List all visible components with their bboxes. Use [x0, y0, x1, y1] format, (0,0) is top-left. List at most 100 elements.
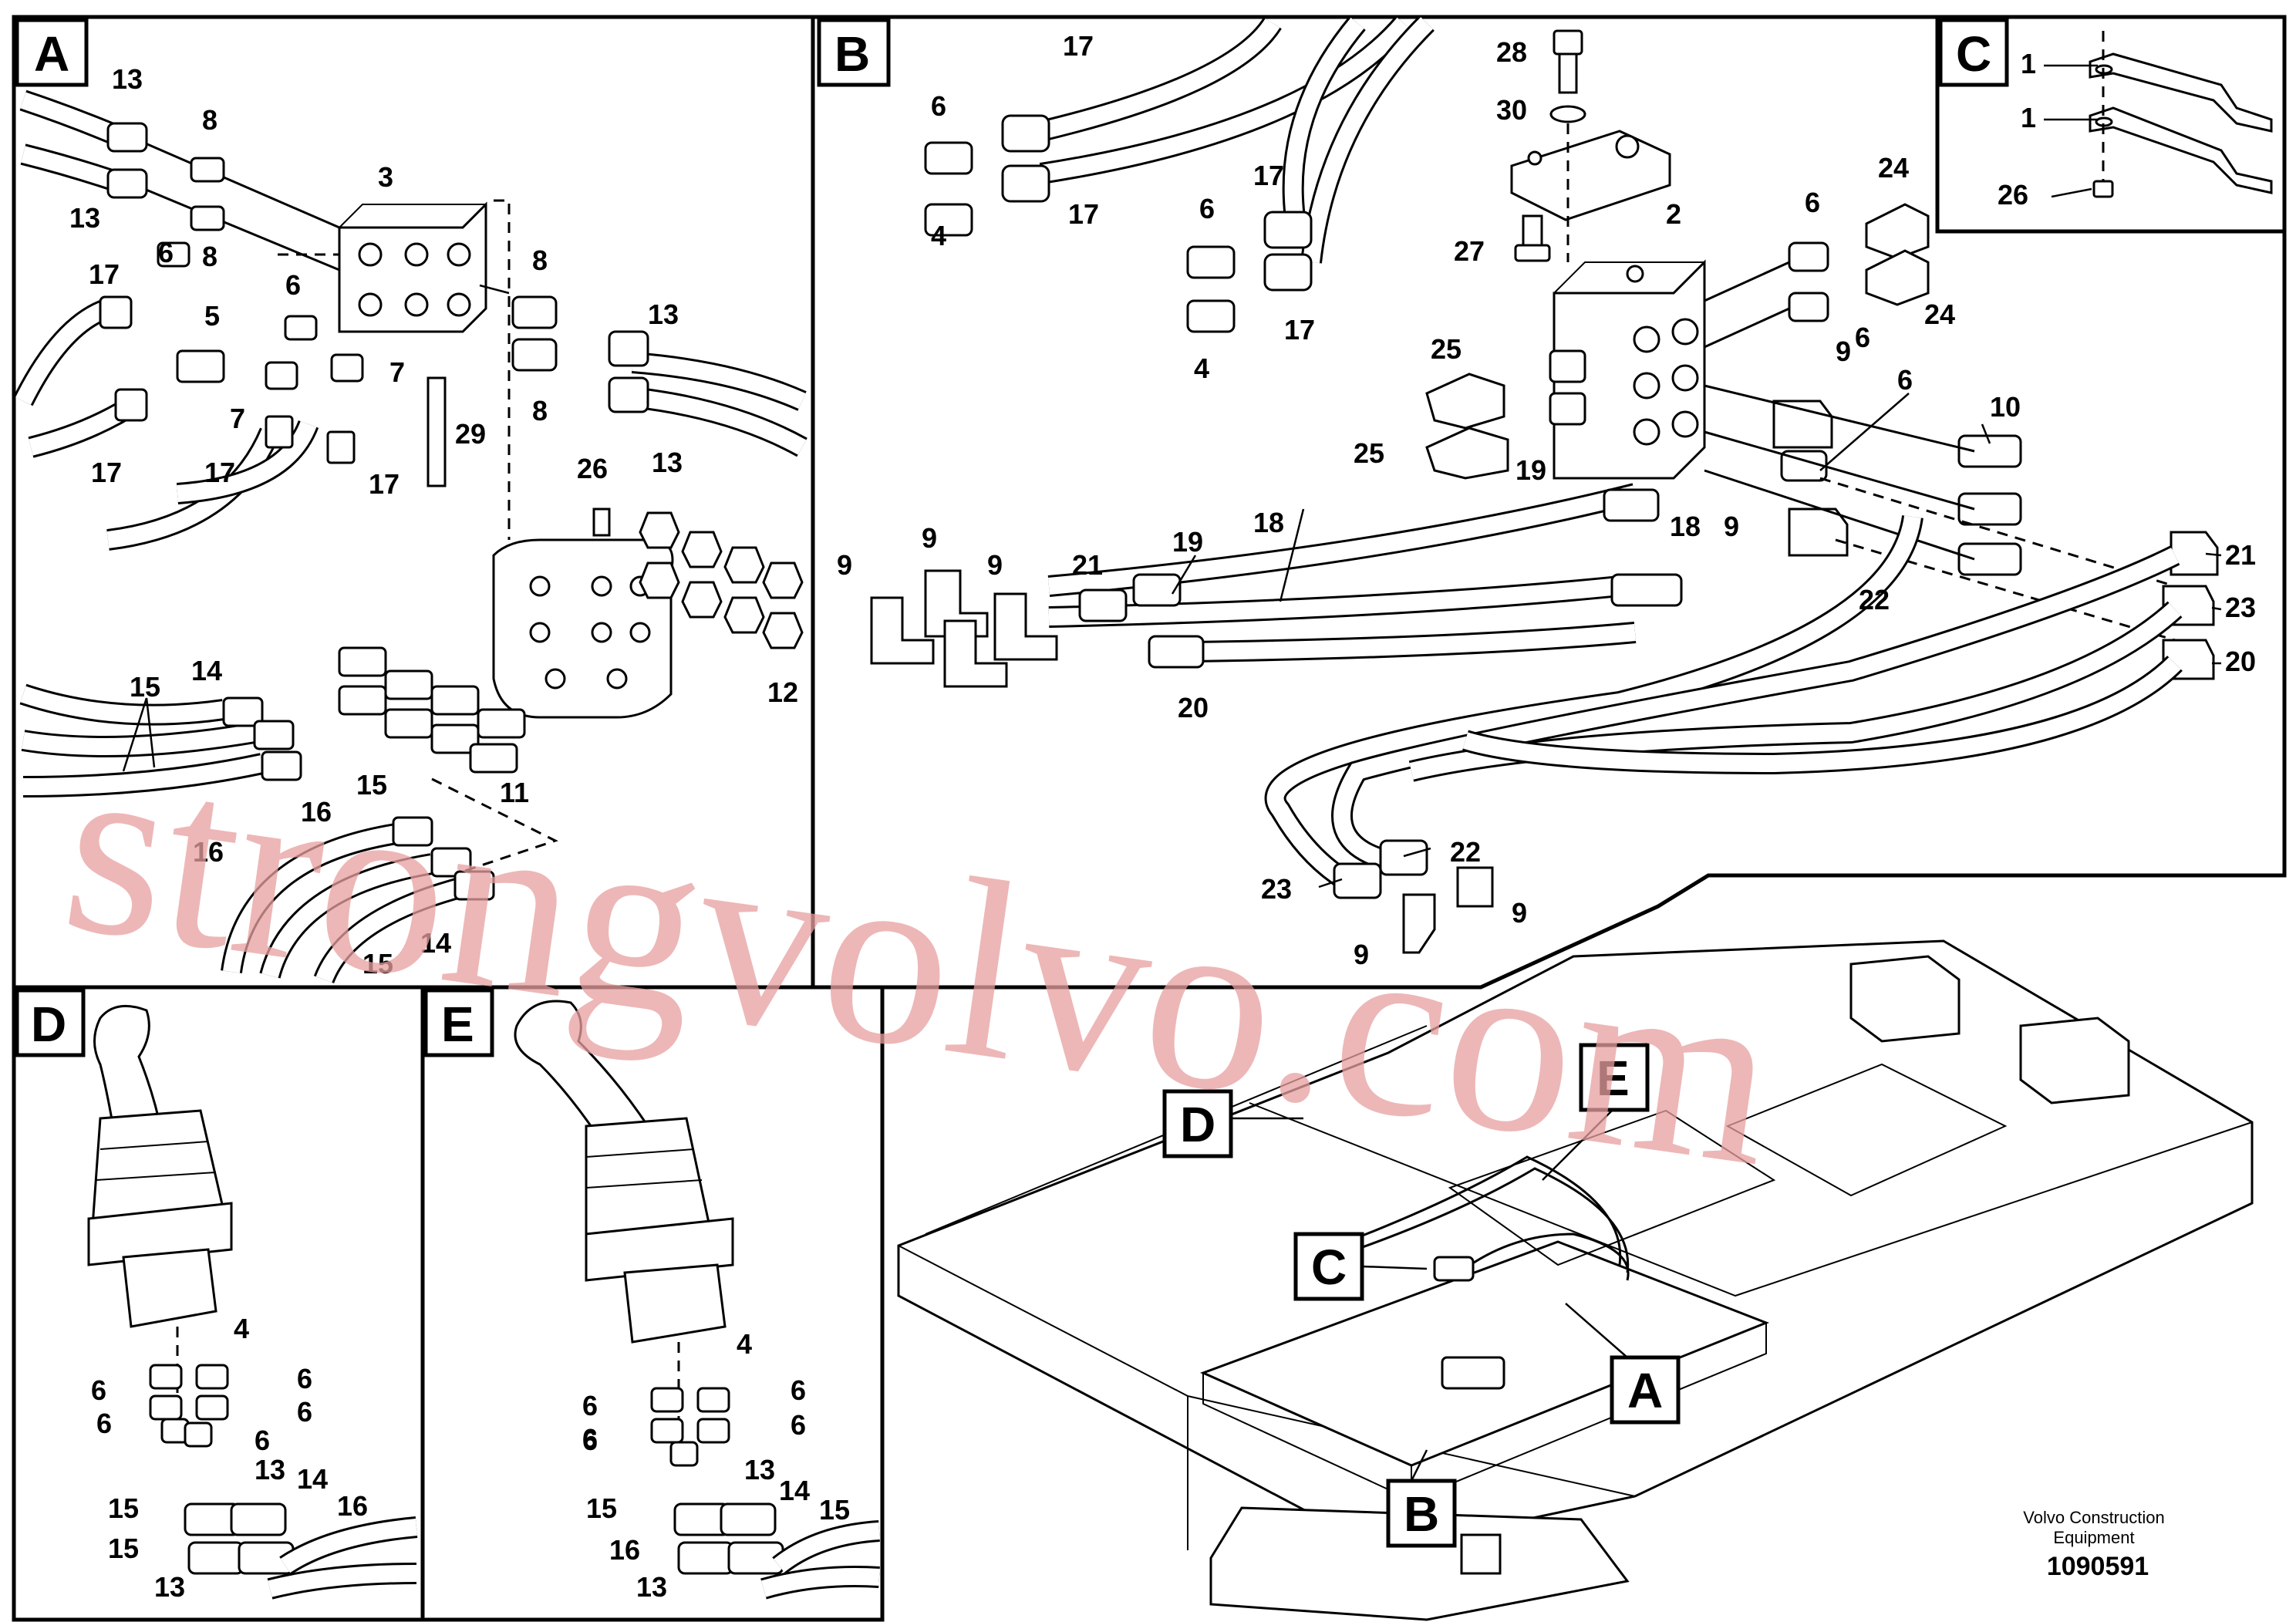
panel-b: B	[811, 15, 2287, 990]
svg-text:6: 6	[1855, 322, 1870, 353]
overview-tag-e: E	[1596, 1050, 1630, 1106]
svg-text:9: 9	[1836, 336, 1851, 367]
svg-text:9: 9	[1512, 897, 1527, 929]
panel-e-tag: E	[441, 996, 474, 1052]
svg-text:20: 20	[2225, 646, 2256, 677]
svg-text:8: 8	[202, 241, 217, 272]
svg-text:17: 17	[369, 468, 400, 500]
svg-text:15: 15	[130, 671, 160, 703]
svg-text:6: 6	[1897, 364, 1913, 396]
svg-text:6: 6	[931, 90, 946, 122]
panel-c: C 1 1 26	[1935, 15, 2287, 234]
svg-text:6: 6	[791, 1409, 806, 1441]
svg-text:11: 11	[500, 777, 529, 808]
svg-text:20: 20	[1178, 692, 1209, 723]
svg-text:4: 4	[234, 1313, 249, 1344]
svg-text:2: 2	[1666, 198, 1681, 230]
svg-text:7: 7	[230, 403, 245, 434]
svg-text:24: 24	[1924, 298, 1955, 330]
svg-text:27: 27	[1454, 235, 1485, 267]
svg-text:18: 18	[1670, 511, 1701, 542]
svg-text:17: 17	[91, 457, 122, 488]
svg-text:13: 13	[255, 1454, 285, 1485]
svg-text:14: 14	[297, 1463, 328, 1495]
svg-text:15: 15	[356, 769, 387, 801]
svg-text:9: 9	[1354, 939, 1369, 970]
svg-text:15: 15	[108, 1533, 139, 1564]
svg-text:1: 1	[2021, 48, 2036, 79]
overview-tag-a: A	[1627, 1363, 1663, 1418]
svg-text:17: 17	[89, 258, 120, 290]
svg-text:10: 10	[1990, 391, 2021, 423]
svg-text:13: 13	[744, 1454, 775, 1485]
svg-text:22: 22	[1450, 836, 1481, 868]
svg-text:9: 9	[1724, 511, 1739, 542]
panel-d-tag: D	[31, 996, 66, 1052]
svg-text:13: 13	[648, 298, 679, 330]
svg-text:1: 1	[2021, 102, 2036, 133]
panel-b-callouts: 17 6 17 4 28 30 2 17 6 27 17 4 6 24 24 6…	[837, 30, 2256, 970]
svg-text:6: 6	[791, 1374, 806, 1406]
svg-text:13: 13	[652, 447, 683, 478]
svg-text:22: 22	[1859, 584, 1890, 615]
overview-frame: D E C A B	[897, 939, 2254, 1621]
svg-text:Volvo Construction: Volvo Construction	[2023, 1508, 2164, 1527]
svg-text:23: 23	[1261, 873, 1292, 905]
svg-text:5: 5	[204, 300, 220, 332]
svg-text:18: 18	[1253, 507, 1284, 538]
svg-text:6: 6	[582, 1390, 598, 1421]
svg-text:13: 13	[69, 202, 100, 234]
svg-text:15: 15	[362, 948, 393, 980]
svg-text:3: 3	[378, 161, 393, 193]
overview-tag-b: B	[1404, 1486, 1439, 1542]
svg-text:6: 6	[255, 1425, 270, 1456]
svg-text:16: 16	[337, 1490, 368, 1522]
svg-text:Equipment: Equipment	[2053, 1528, 2134, 1547]
svg-text:8: 8	[532, 395, 548, 427]
svg-text:6: 6	[582, 1425, 598, 1456]
panel-c-tag: C	[1956, 26, 1991, 82]
panel-a: A	[12, 15, 815, 990]
panel-b-tag: B	[834, 26, 870, 82]
svg-text:14: 14	[779, 1475, 810, 1506]
svg-text:19: 19	[1515, 454, 1546, 486]
svg-text:6: 6	[285, 269, 301, 301]
svg-text:13: 13	[154, 1571, 185, 1603]
svg-text:13: 13	[636, 1571, 667, 1603]
svg-text:9: 9	[987, 549, 1003, 581]
svg-text:6: 6	[91, 1374, 106, 1406]
overview-tag-c: C	[1311, 1239, 1347, 1295]
overview-tag-d: D	[1180, 1097, 1215, 1152]
credit: Volvo Construction Equipment 1090591	[2023, 1508, 2164, 1581]
svg-text:26: 26	[1998, 179, 2028, 211]
svg-text:21: 21	[2225, 539, 2256, 571]
svg-text:6: 6	[297, 1396, 312, 1428]
panel-a-tag: A	[34, 26, 69, 82]
svg-text:6: 6	[582, 1423, 598, 1455]
svg-text:25: 25	[1431, 333, 1462, 365]
svg-text:8: 8	[532, 244, 548, 276]
svg-text:25: 25	[1354, 437, 1384, 469]
svg-text:13: 13	[112, 63, 143, 95]
panel-a-callouts: 13 13 8 8 3 6 6 17 5 8 8 13 13 7 7 17 17…	[69, 63, 798, 980]
svg-text:17: 17	[1068, 198, 1099, 230]
svg-text:4: 4	[931, 220, 946, 251]
svg-text:26: 26	[577, 453, 608, 484]
svg-text:6: 6	[96, 1408, 112, 1439]
svg-text:4: 4	[737, 1328, 752, 1360]
svg-text:7: 7	[389, 356, 405, 388]
svg-text:6: 6	[297, 1363, 312, 1394]
drawing-number: 1090591	[2047, 1552, 2149, 1581]
svg-text:19: 19	[1172, 526, 1203, 558]
svg-text:9: 9	[837, 549, 852, 581]
svg-text:21: 21	[1072, 549, 1103, 581]
svg-text:17: 17	[1063, 30, 1094, 62]
svg-text:23: 23	[2225, 592, 2256, 623]
svg-text:29: 29	[455, 418, 486, 450]
svg-text:17: 17	[204, 457, 235, 488]
svg-text:14: 14	[420, 927, 451, 959]
svg-text:9: 9	[922, 522, 937, 554]
panel-d: D 4 6 6 6 6 6 13 14 15 15 16	[12, 985, 425, 1622]
svg-text:14: 14	[191, 655, 222, 686]
